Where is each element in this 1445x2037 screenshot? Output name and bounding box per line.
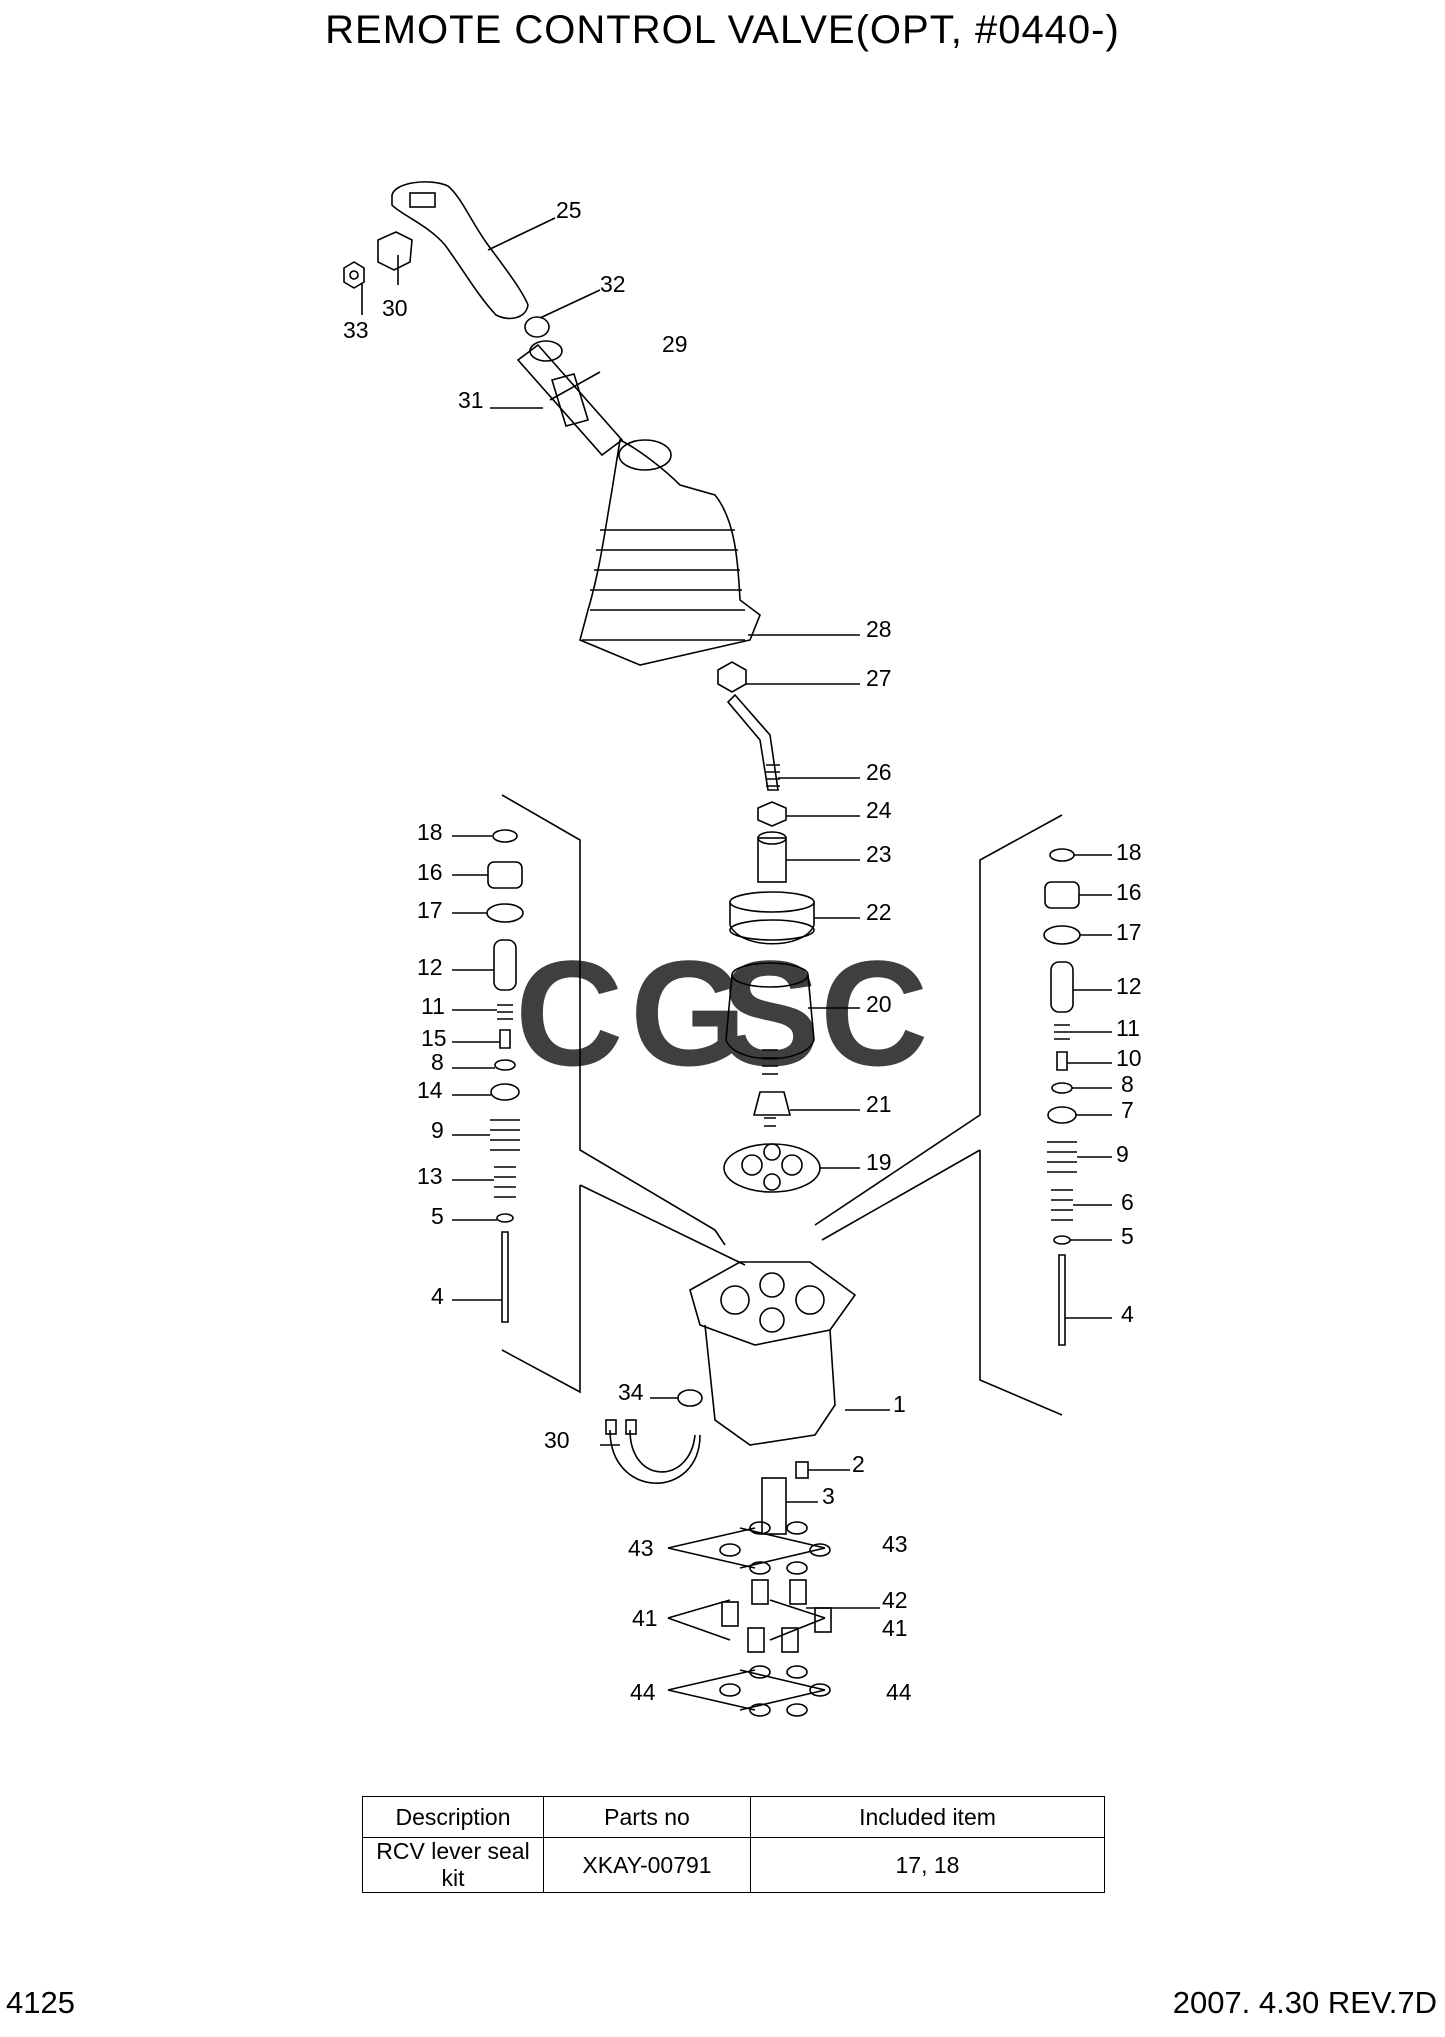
callout-number: 15	[421, 1025, 447, 1051]
callout-number: 25	[556, 197, 582, 223]
callout-number: 16	[1116, 879, 1142, 905]
callout-number: 24	[866, 797, 892, 823]
callout-number: 19	[866, 1149, 892, 1175]
callout-number: 8	[1121, 1071, 1134, 1097]
table-header-row: Description Parts no Included item	[362, 1796, 1105, 1838]
callout-number: 5	[1121, 1223, 1134, 1249]
exploded-parts-diagram: C G S C	[343, 181, 1142, 1717]
table-row: RCV lever seal kit XKAY-00791 17, 18	[362, 1837, 1105, 1893]
callout-number: 12	[417, 954, 443, 980]
callout-number: 20	[866, 991, 892, 1017]
callout-number: 13	[417, 1163, 443, 1189]
callout-number: 44	[630, 1679, 656, 1705]
callout-number: 17	[1116, 919, 1142, 945]
column-header: Description	[362, 1796, 544, 1838]
callout-number: 3	[822, 1483, 835, 1509]
column-header: Included item	[750, 1796, 1105, 1838]
callout-number: 32	[600, 271, 626, 297]
callout-number: 11	[421, 993, 445, 1019]
callout-number: 30	[382, 295, 408, 321]
callout-number: 4	[1121, 1301, 1134, 1327]
callout-number: 21	[866, 1091, 892, 1117]
page-title: REMOTE CONTROL VALVE(OPT, #0440-)	[325, 8, 1120, 52]
table-cell: RCV lever seal kit	[362, 1837, 544, 1893]
callout-number: 26	[866, 759, 892, 785]
callout-number: 4	[431, 1283, 444, 1309]
table-cell: XKAY-00791	[543, 1837, 751, 1893]
callout-number: 30	[544, 1427, 570, 1453]
callout-number: 9	[431, 1117, 444, 1143]
callout-number: 10	[1116, 1045, 1142, 1071]
callout-number: 23	[866, 841, 892, 867]
callout-number: 7	[1121, 1097, 1134, 1123]
callout-number: 5	[431, 1203, 444, 1229]
callout-number: 18	[417, 819, 443, 845]
callout-number: 27	[866, 665, 892, 691]
callout-number: 41	[882, 1615, 908, 1641]
callout-number: 16	[417, 859, 443, 885]
callout-number: 34	[618, 1379, 644, 1405]
watermark-letter: C	[820, 929, 928, 1097]
callout-number: 6	[1121, 1189, 1134, 1215]
watermark: C G S C	[515, 929, 928, 1097]
part-drawings	[343, 181, 1112, 1717]
callout-number: 12	[1116, 973, 1142, 999]
column-header: Parts no	[543, 1796, 751, 1838]
callout-number: 17	[417, 897, 443, 923]
callout-number: 14	[417, 1077, 443, 1103]
callout-number: 11	[1116, 1015, 1140, 1041]
callout-number: 33	[343, 317, 369, 343]
watermark-letter: S	[720, 929, 820, 1097]
callout-number: 41	[632, 1605, 658, 1631]
revision-date: 2007. 4.30 REV.7D	[1172, 1985, 1437, 2020]
callout-number: 43	[628, 1535, 654, 1561]
callout-number: 9	[1116, 1141, 1129, 1167]
callout-number: 44	[886, 1679, 912, 1705]
callout-number: 29	[662, 331, 688, 357]
callout-number: 2	[852, 1451, 865, 1477]
callout-number: 22	[866, 899, 892, 925]
watermark-letter: C	[515, 929, 623, 1097]
callout-number: 42	[882, 1587, 908, 1613]
watermark-letter: G	[630, 929, 747, 1097]
callout-number: 8	[431, 1049, 444, 1075]
parts-kit-table: Description Parts no Included item RCV l…	[362, 1796, 1105, 1893]
callout-number: 18	[1116, 839, 1142, 865]
page-number: 4125	[6, 1985, 75, 2020]
callout-number: 31	[458, 387, 484, 413]
callout-number: 43	[882, 1531, 908, 1557]
table-cell: 17, 18	[750, 1837, 1105, 1893]
callout-number: 28	[866, 616, 892, 642]
callout-number: 1	[893, 1391, 906, 1417]
